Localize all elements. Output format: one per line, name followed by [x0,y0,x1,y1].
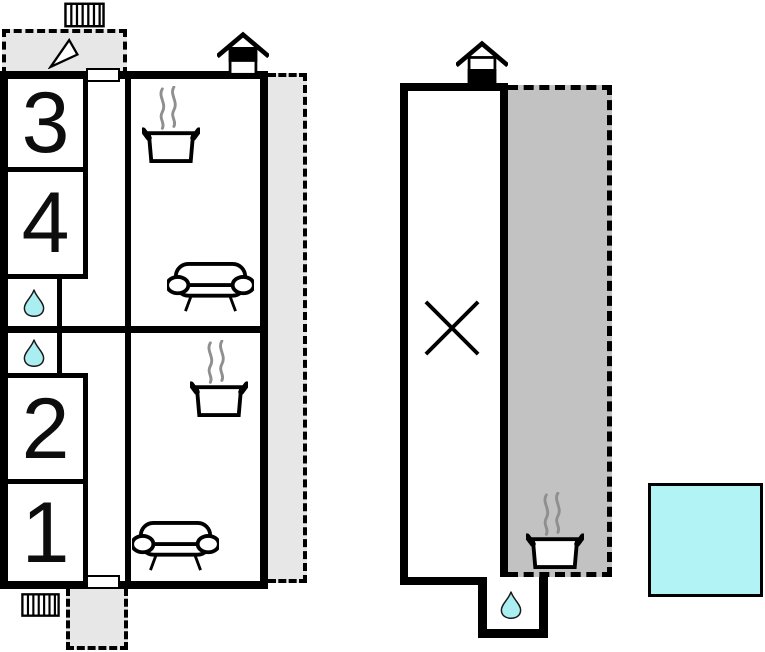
sofa-icon [167,261,254,313]
room-number: 3 [21,75,70,171]
door-top [86,68,120,82]
cross-icon [423,299,481,357]
room-4-label: 4 [8,172,83,274]
wall [57,333,62,378]
wall [8,274,88,279]
wall [8,479,88,484]
wall [8,373,88,378]
water-drop-icon [23,338,45,368]
room-1-label: 1 [8,484,83,581]
room-number: 4 [21,175,70,271]
grill-icon-top [64,2,105,28]
north-arrow-icon [48,38,80,69]
chimney-house-icon [217,30,269,78]
terrace-right-building [508,85,612,577]
wall [83,79,88,279]
right-building [400,83,508,585]
stove-icon [190,340,248,417]
wall-unit-divider [8,326,260,333]
stove-icon [526,492,584,569]
water-drop-icon [500,590,522,620]
grill-icon-bottom [21,592,60,618]
terrace-bottom [66,588,128,650]
water-drop-icon [23,288,45,318]
pool [648,483,763,597]
wall-corridor [125,79,131,581]
room-3-label: 3 [8,79,83,167]
room-2-label: 2 [8,378,83,479]
sofa-icon [132,520,219,572]
balcony-strip-right [268,73,307,583]
chimney-house-icon [456,39,508,87]
door-bottom [86,575,120,589]
stove-icon [142,86,200,163]
room-number: 1 [21,484,70,581]
wall [57,279,62,326]
room-number: 2 [21,380,70,477]
wall [8,167,88,172]
